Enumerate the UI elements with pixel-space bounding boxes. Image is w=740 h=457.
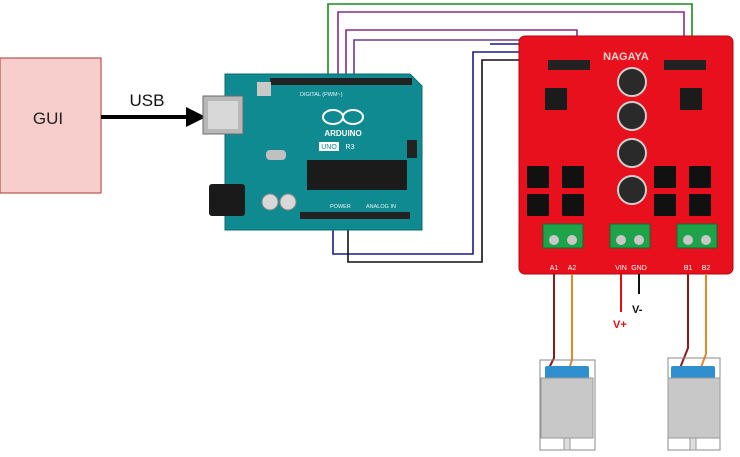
gui-box bbox=[0, 57, 102, 194]
label-gnd: GND bbox=[631, 265, 647, 272]
motor-a-wire-red bbox=[548, 274, 555, 369]
label-b1: B1 bbox=[684, 265, 693, 272]
motor-a-shaft bbox=[563, 437, 571, 451]
power-jack bbox=[209, 184, 245, 216]
terminal-a bbox=[542, 223, 584, 249]
motor-a-wire-orange bbox=[567, 274, 573, 373]
usb-label: USB bbox=[130, 91, 165, 110]
motor-b-wire-red bbox=[679, 274, 689, 369]
usb-connection: USB bbox=[101, 91, 206, 127]
mosfet-4 bbox=[562, 194, 584, 216]
mosfet-2 bbox=[562, 166, 584, 188]
r3-label: R3 bbox=[346, 144, 355, 151]
digital-header-label: DIGITAL (PWM~) bbox=[300, 92, 343, 98]
label-a2: A2 bbox=[568, 265, 577, 272]
cap-3 bbox=[617, 138, 647, 168]
vminus-label: V- bbox=[632, 304, 643, 316]
mosfet-7 bbox=[654, 194, 676, 216]
microcontroller-chip bbox=[307, 160, 407, 190]
screw-b1 bbox=[683, 235, 693, 245]
motor-a bbox=[539, 359, 596, 451]
vplus-label: V+ bbox=[613, 319, 627, 331]
usb-jack-inner bbox=[208, 101, 238, 129]
gui-label: GUI bbox=[33, 109, 63, 128]
terminal-power bbox=[609, 223, 651, 249]
digital-header bbox=[270, 78, 412, 85]
motor-a-cap bbox=[545, 366, 589, 380]
gui-block: GUI bbox=[0, 57, 102, 194]
motor-a-body bbox=[540, 377, 594, 439]
mosfet-1 bbox=[527, 166, 549, 188]
crystal bbox=[266, 150, 286, 160]
power-analog-header bbox=[300, 212, 410, 219]
power-header-label: POWER bbox=[330, 204, 351, 210]
cap-1 bbox=[617, 67, 647, 97]
arduino-board: DIGITAL (PWM~) POWER ANALOG IN ARDUINO U… bbox=[202, 73, 423, 231]
label-vin: VIN bbox=[615, 265, 627, 272]
motor-wires bbox=[548, 274, 707, 373]
screw-gnd bbox=[634, 235, 644, 245]
icsp-header bbox=[407, 140, 417, 158]
cap-2 bbox=[617, 101, 647, 131]
motor-b-wire-orange bbox=[699, 274, 707, 371]
screw-a2 bbox=[567, 235, 577, 245]
power-leads: V+ V- bbox=[613, 274, 643, 331]
uno-label: UNO bbox=[321, 144, 337, 151]
uno-badge bbox=[319, 142, 339, 151]
capacitor-1 bbox=[261, 193, 279, 211]
screw-a1 bbox=[549, 235, 559, 245]
screw-b2 bbox=[701, 235, 711, 245]
motor-b-body bbox=[667, 377, 721, 439]
analog-header-label: ANALOG IN bbox=[366, 204, 396, 210]
wire-green bbox=[327, 3, 693, 78]
capacitor-2 bbox=[279, 193, 297, 211]
driver-chip-right bbox=[680, 88, 702, 110]
mosfet-8 bbox=[689, 194, 711, 216]
motor-driver-board: NAGAYA A1 A2 VIN GND B1 B2 bbox=[518, 35, 734, 275]
driver-header-left bbox=[548, 60, 590, 70]
motor-b-cap bbox=[671, 366, 715, 380]
mosfet-3 bbox=[527, 194, 549, 216]
cap-4 bbox=[617, 175, 647, 205]
label-b2: B2 bbox=[702, 265, 711, 272]
driver-chip-left bbox=[545, 88, 567, 110]
usb-arrowhead-icon bbox=[186, 107, 206, 127]
terminal-b bbox=[676, 223, 718, 249]
reset-button bbox=[257, 82, 271, 96]
mosfet-5 bbox=[654, 166, 676, 188]
driver-brand: NAGAYA bbox=[603, 51, 649, 63]
label-a1: A1 bbox=[550, 265, 559, 272]
motor-b bbox=[667, 357, 721, 451]
arduino-logo-icon-2 bbox=[342, 109, 364, 125]
motor-b-shaft bbox=[689, 437, 697, 451]
driver-header-right bbox=[664, 60, 706, 70]
mosfet-6 bbox=[689, 166, 711, 188]
arduino-brand: ARDUINO bbox=[324, 129, 361, 138]
screw-vin bbox=[616, 235, 626, 245]
